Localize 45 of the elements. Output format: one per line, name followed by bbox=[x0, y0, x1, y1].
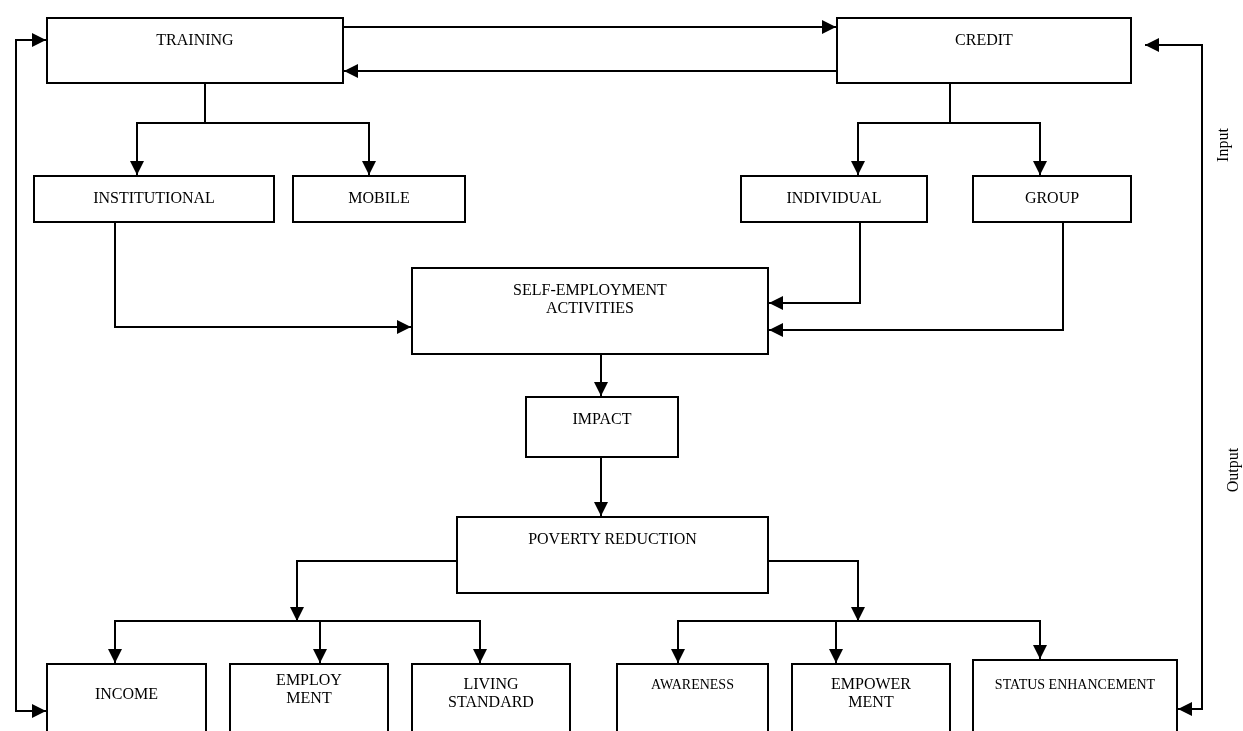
node-label: CREDIT bbox=[955, 31, 1013, 49]
process-box bbox=[972, 175, 1132, 223]
side-label: Output bbox=[1224, 447, 1243, 493]
node-label: MOBILE bbox=[348, 189, 410, 207]
node-label: TRAINING bbox=[156, 31, 234, 49]
arrow bbox=[768, 222, 861, 310]
node-label: AWARENESS bbox=[651, 677, 734, 693]
node-label: INCOME bbox=[94, 685, 159, 703]
arrow bbox=[204, 83, 376, 176]
process-box bbox=[972, 659, 1178, 731]
node-label: GROUP bbox=[1024, 189, 1080, 207]
arrow bbox=[114, 222, 412, 334]
process-box bbox=[740, 175, 928, 223]
arrow bbox=[290, 560, 457, 622]
process-box bbox=[791, 663, 951, 731]
process-box bbox=[46, 17, 344, 84]
arrow bbox=[768, 222, 1064, 337]
process-box bbox=[411, 267, 769, 355]
arrow bbox=[343, 20, 837, 34]
process-box bbox=[46, 663, 207, 731]
node-label: EMPLOY MENT bbox=[275, 671, 343, 707]
node-label: INSTITUTIONAL bbox=[93, 189, 215, 207]
node-label: INDIVIDUAL bbox=[786, 189, 882, 207]
process-box bbox=[525, 396, 679, 458]
process-box bbox=[229, 663, 389, 731]
arrow bbox=[594, 354, 608, 397]
node-label: POVERTY REDUCTION bbox=[528, 530, 697, 548]
node-label: IMPACT bbox=[572, 410, 632, 428]
side-label: Input bbox=[1213, 128, 1232, 162]
process-box bbox=[292, 175, 466, 223]
node-label: STATUS ENHANCEMENT bbox=[994, 677, 1156, 693]
arrow bbox=[768, 560, 865, 622]
arrow bbox=[949, 83, 1047, 176]
node-label: SELF-EMPLOYMENT ACTIVITIES bbox=[512, 281, 668, 317]
arrow bbox=[15, 33, 47, 718]
process-box bbox=[836, 17, 1132, 84]
arrow bbox=[1144, 38, 1203, 716]
node-label: LIVING STANDARD bbox=[447, 675, 535, 711]
process-box bbox=[411, 663, 571, 731]
arrow bbox=[594, 457, 608, 517]
node-label: EMPOWER MENT bbox=[830, 675, 912, 711]
process-box bbox=[33, 175, 275, 223]
arrow bbox=[343, 64, 837, 78]
process-box bbox=[616, 663, 769, 731]
process-box bbox=[456, 516, 769, 594]
